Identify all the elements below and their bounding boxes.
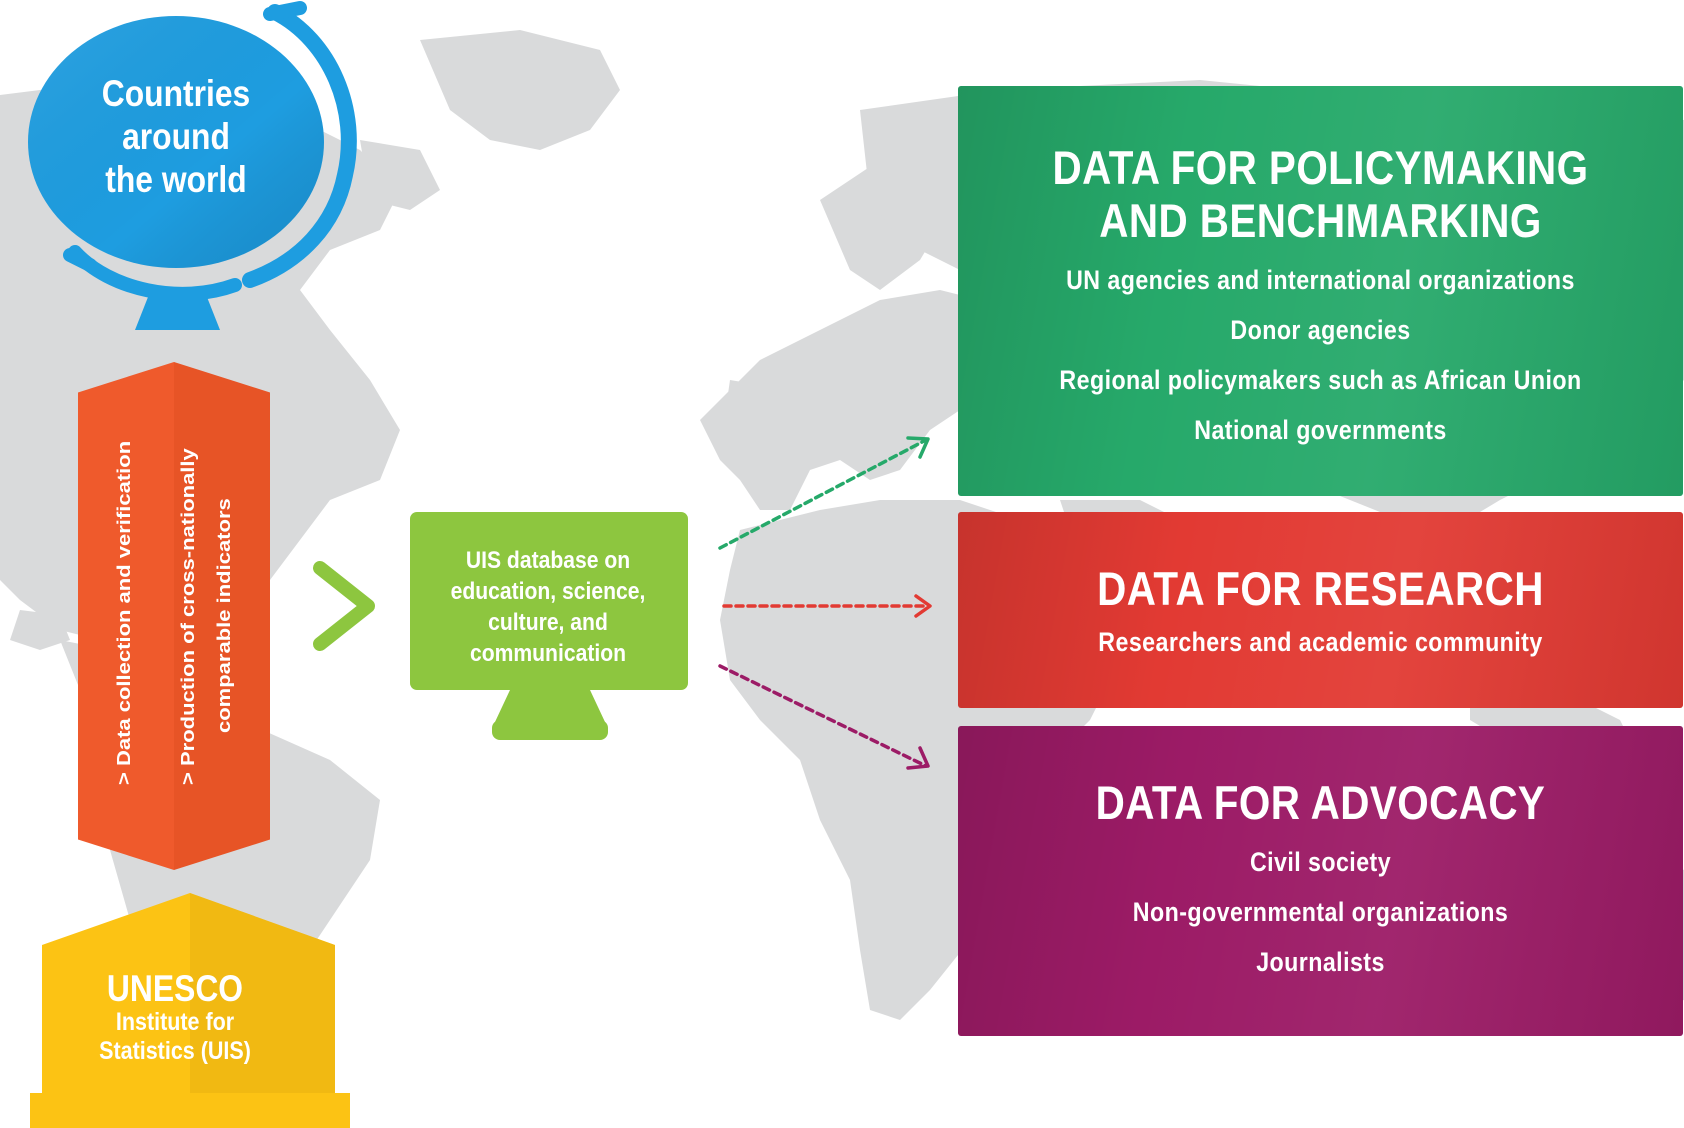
uis-label: UNESCO Institute for Statistics (UIS) (76, 970, 274, 1066)
list-item: Regional policymakers such as African Un… (1059, 365, 1582, 395)
chevron-right-icon (313, 561, 375, 651)
list-item: National governments (1194, 415, 1447, 445)
globe-label: Countries around the world (59, 72, 293, 201)
database-label: UIS database on education, science, cult… (427, 545, 670, 669)
database-label-line: education, science, (450, 578, 646, 605)
list-item: Researchers and academic community (1098, 627, 1543, 657)
panel-policymaking-title: DATA FOR POLICYMAKING AND BENCHMARKING (1052, 141, 1589, 247)
arrow-to-policy (718, 438, 928, 550)
database-label-line: culture, and (488, 609, 608, 636)
panel-policymaking: DATA FOR POLICYMAKING AND BENCHMARKING U… (958, 86, 1683, 496)
arrow-to-advocacy (718, 664, 928, 768)
list-item: Journalists (1256, 947, 1385, 977)
globe-icon (28, 1, 357, 330)
panel-research-title: DATA FOR RESEARCH (1097, 562, 1544, 615)
globe-label-line: Countries (101, 73, 251, 114)
flow-arrows (718, 436, 932, 770)
database-label-line: communication (469, 640, 627, 667)
globe-label-line: the world (105, 159, 247, 200)
process-step-indicators-cont: comparable indicators (213, 498, 235, 733)
list-item: Non-governmental organizations (1132, 897, 1509, 927)
panel-research: DATA FOR RESEARCH Researchers and academ… (958, 512, 1683, 708)
list-item: Donor agencies (1230, 315, 1411, 345)
panel-advocacy-title: DATA FOR ADVOCACY (1095, 776, 1546, 829)
list-item: UN agencies and international organizati… (1066, 265, 1575, 295)
globe-label-line: around (122, 116, 230, 157)
process-step-collection: > Data collection and verification (113, 440, 135, 785)
uis-building-icon (30, 893, 350, 1128)
database-label-line: UIS database on (465, 547, 631, 574)
uis-subtitle-line: Institute for (115, 1008, 235, 1036)
uis-name: UNESCO (106, 968, 244, 1009)
process-step-indicators: > Production of cross-nationally (177, 448, 199, 785)
list-item: Civil society (1249, 847, 1392, 877)
database-monitor-icon (410, 512, 688, 740)
panel-advocacy: DATA FOR ADVOCACY Civil society Non-gove… (958, 726, 1683, 1036)
uis-subtitle-line: Statistics (UIS) (99, 1037, 251, 1065)
process-banner (78, 362, 270, 870)
